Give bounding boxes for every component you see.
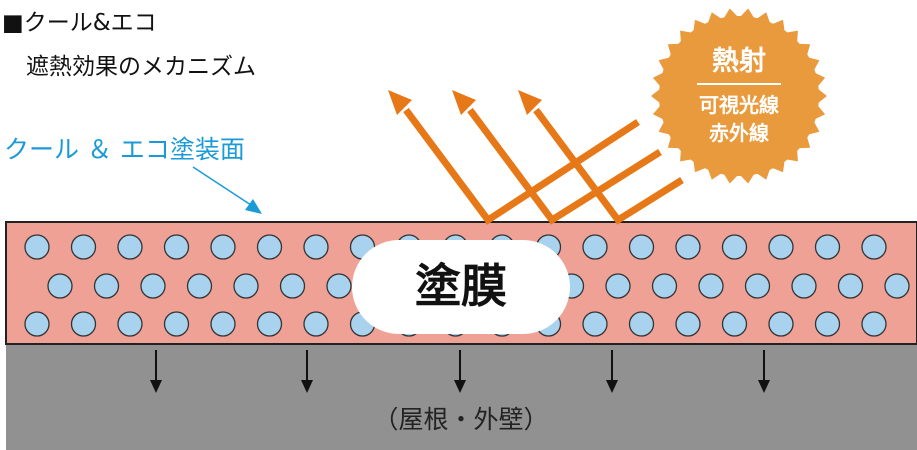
arrowhead-icon <box>518 90 542 115</box>
film-label: 塗膜 <box>415 259 507 313</box>
particle <box>768 311 794 337</box>
sun-core <box>659 16 819 176</box>
arrowhead-icon <box>388 90 412 115</box>
particle <box>210 311 236 337</box>
particle <box>24 311 50 337</box>
film-label-blob <box>352 240 570 334</box>
particle <box>814 311 841 337</box>
particle <box>303 311 329 337</box>
particle <box>721 234 748 260</box>
sun-title: 熱射 <box>712 46 766 77</box>
particle <box>70 311 97 337</box>
particle <box>861 234 887 260</box>
particle <box>186 273 213 299</box>
particle <box>163 311 190 337</box>
particle <box>93 273 120 299</box>
particle <box>861 311 887 337</box>
surface-label: クール ＆ エコ塗装面 <box>4 135 245 164</box>
base-layer <box>6 345 917 450</box>
particle <box>47 273 73 299</box>
down-arrowhead-icon <box>758 380 770 393</box>
base-label: （屋根・外壁） <box>373 405 548 434</box>
particle <box>628 234 655 260</box>
sun-line2: 赤外線 <box>709 121 769 145</box>
down-arrowhead-icon <box>301 380 313 393</box>
particle <box>256 311 283 337</box>
particle <box>582 311 608 337</box>
particle <box>303 234 329 260</box>
particle <box>675 311 701 337</box>
header-line1: ■クール&エコ <box>2 10 157 36</box>
particle <box>326 273 352 299</box>
surface-pointer-line <box>192 166 255 208</box>
particle <box>628 311 655 337</box>
particle <box>256 234 283 260</box>
particle <box>814 234 841 260</box>
reflection-arrow-2 <box>467 107 662 225</box>
particle <box>651 273 678 299</box>
particle <box>605 273 631 299</box>
down-arrowhead-icon <box>606 380 618 393</box>
pointer-arrowhead-icon <box>245 199 262 214</box>
particle <box>744 273 771 299</box>
arrowhead-icon <box>452 90 476 115</box>
particle <box>117 234 143 260</box>
header-line2: 遮熱効果のメカニズム <box>26 54 256 80</box>
down-arrowhead-icon <box>454 380 466 393</box>
particle <box>721 311 748 337</box>
reflection-arrow-1 <box>403 107 640 225</box>
particle <box>675 234 701 260</box>
particle <box>140 273 166 299</box>
particle <box>24 234 50 260</box>
particle <box>698 273 724 299</box>
particle <box>210 234 236 260</box>
particle <box>837 273 864 299</box>
reflection-arrow-group <box>403 107 684 225</box>
down-arrowhead-icon <box>150 380 162 393</box>
down-arrow-group <box>150 350 770 393</box>
particle <box>163 234 190 260</box>
particle <box>791 273 817 299</box>
particle <box>582 234 608 260</box>
sun-line1: 可視光線 <box>699 93 779 117</box>
particle <box>279 273 306 299</box>
particle <box>233 273 259 299</box>
particle <box>768 234 794 260</box>
particle <box>70 234 97 260</box>
reflection-arrow-3 <box>533 107 684 225</box>
particle <box>117 311 143 337</box>
arrowhead-group <box>388 90 542 115</box>
particle <box>884 273 910 299</box>
